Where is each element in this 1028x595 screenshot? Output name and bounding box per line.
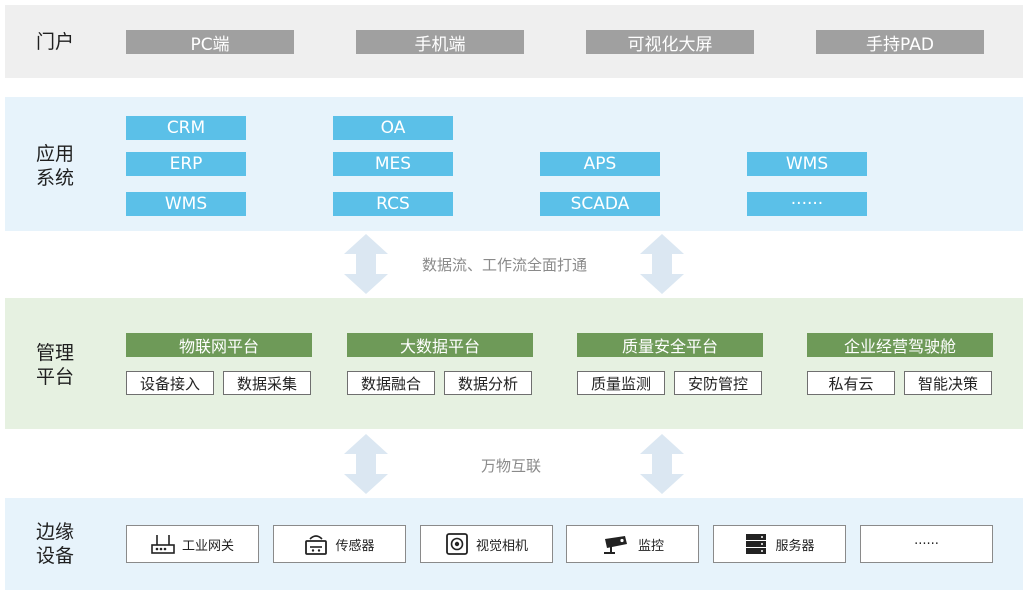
platform-sub-item: 数据采集 <box>223 371 311 395</box>
platform-sub-item: 私有云 <box>807 371 895 395</box>
cctv-icon <box>603 536 627 554</box>
platform-cockpit: 企业经营驾驶舱 <box>807 333 993 357</box>
portal-pad: 手持PAD <box>816 30 984 55</box>
app-mes: MES <box>333 152 453 176</box>
app-erp: ERP <box>126 152 246 176</box>
platform-quality-safety: 质量安全平台 <box>577 333 763 357</box>
app-scada: SCADA <box>540 192 660 216</box>
management-layer-label: 管理平台 <box>36 342 75 388</box>
sensor-icon <box>305 535 328 555</box>
portal-mobile: 手机端 <box>356 30 524 55</box>
portal-layer-label: 门户 <box>36 31 75 53</box>
double-arrow-icon <box>640 434 684 494</box>
app-crm: CRM <box>126 116 246 140</box>
device-server: 服务器 <box>713 525 846 563</box>
data-flow-caption: 数据流、工作流全面打通 <box>422 256 588 274</box>
platform-sub-item: 数据分析 <box>444 371 532 395</box>
camera-icon <box>446 533 468 555</box>
platform-iot: 物联网平台 <box>126 333 312 357</box>
platform-sub-item: 智能决策 <box>904 371 992 395</box>
server-icon <box>746 534 767 554</box>
management-layer <box>5 298 1023 429</box>
platform-bigdata: 大数据平台 <box>347 333 533 357</box>
app-rcs: RCS <box>333 192 453 216</box>
portal-dashboard: 可视化大屏 <box>586 30 754 55</box>
device-gateway: 工业网关 <box>126 525 259 563</box>
double-arrow-icon <box>344 434 388 494</box>
app-more: ······ <box>747 192 867 216</box>
double-arrow-icon <box>640 234 684 294</box>
device-cctv: 监控 <box>566 525 699 563</box>
double-arrow-icon <box>344 234 388 294</box>
application-layer-label: 应用系统 <box>36 143 75 189</box>
app-oa: OA <box>333 116 453 140</box>
app-wms: WMS <box>126 192 246 216</box>
iot-caption: 万物互联 <box>481 457 542 475</box>
app-aps: APS <box>540 152 660 176</box>
platform-sub-item: 质量监测 <box>577 371 665 395</box>
portal-pc: PC端 <box>126 30 294 55</box>
edge-layer-label: 边缘设备 <box>36 521 75 567</box>
platform-sub-item: 安防管控 <box>674 371 762 395</box>
platform-sub-item: 设备接入 <box>126 371 214 395</box>
device-more: ······ <box>860 525 993 563</box>
app-wms-2: WMS <box>747 152 867 176</box>
router-icon <box>151 535 175 554</box>
platform-sub-item: 数据融合 <box>347 371 435 395</box>
device-sensor: 传感器 <box>273 525 406 563</box>
device-camera: 视觉相机 <box>420 525 553 563</box>
